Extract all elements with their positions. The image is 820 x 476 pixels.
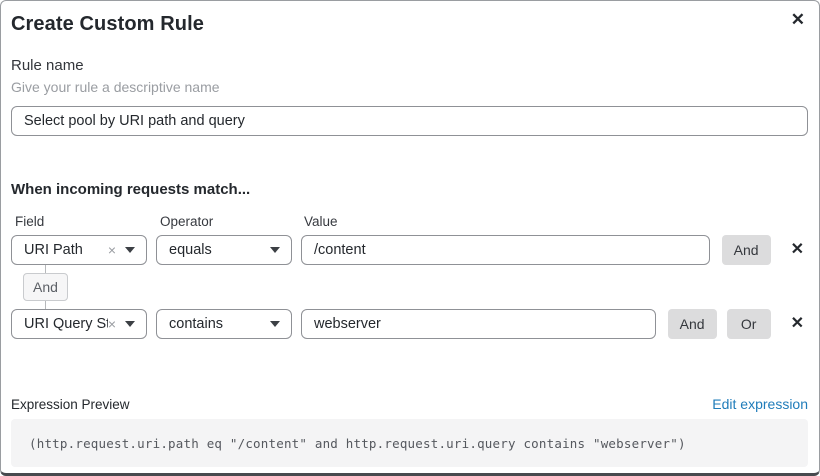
- value-column-label: Value: [304, 214, 338, 229]
- add-and-condition-button[interactable]: And: [721, 235, 771, 265]
- operator-select-value: equals: [169, 242, 212, 258]
- condition-row-2: URI Query St... × contains And Or ✕: [11, 309, 808, 339]
- chevron-down-icon: [270, 247, 280, 253]
- clear-x-icon[interactable]: ×: [107, 242, 116, 258]
- page-title: Create Custom Rule: [11, 13, 204, 35]
- operator-select-value: contains: [169, 316, 224, 332]
- operator-select[interactable]: equals: [156, 235, 292, 265]
- field-column-label: Field: [15, 214, 45, 229]
- condition-row-1: URI Path × equals And ✕: [11, 235, 808, 265]
- field-select-value: URI Query St...: [24, 316, 108, 332]
- field-select[interactable]: URI Query St... ×: [11, 309, 147, 339]
- field-select[interactable]: URI Path ×: [11, 235, 147, 265]
- add-or-condition-button[interactable]: Or: [726, 309, 771, 339]
- operator-column-label: Operator: [160, 214, 214, 229]
- operator-select[interactable]: contains: [156, 309, 292, 339]
- and-connector-badge: And: [23, 273, 68, 301]
- expression-preview-code: (http.request.uri.path eq "/content" and…: [29, 435, 686, 451]
- chevron-down-icon: [125, 321, 135, 327]
- add-and-condition-button[interactable]: And: [667, 309, 717, 339]
- edit-expression-link[interactable]: Edit expression: [712, 396, 808, 412]
- chevron-down-icon: [270, 321, 280, 327]
- remove-condition-icon[interactable]: ✕: [787, 240, 808, 260]
- field-select-value: URI Path: [24, 242, 83, 258]
- rule-name-input[interactable]: [11, 106, 808, 136]
- connector-line: [45, 301, 46, 309]
- condition-column-headers: Field Operator Value: [11, 214, 808, 229]
- remove-condition-icon[interactable]: ✕: [787, 314, 808, 334]
- expression-preview-header: Expression Preview Edit expression: [11, 396, 808, 412]
- rule-name-hint: Give your rule a descriptive name: [11, 79, 220, 95]
- expression-preview-box: (http.request.uri.path eq "/content" and…: [11, 419, 808, 467]
- rule-name-label: Rule name: [11, 57, 84, 74]
- close-icon[interactable]: ✕: [787, 7, 809, 32]
- connector-line: [45, 265, 46, 273]
- expression-preview-label: Expression Preview: [11, 396, 130, 412]
- match-heading: When incoming requests match...: [11, 181, 251, 198]
- clear-x-icon[interactable]: ×: [107, 316, 116, 332]
- value-input[interactable]: [301, 235, 710, 265]
- chevron-down-icon: [125, 247, 135, 253]
- value-input[interactable]: [301, 309, 656, 339]
